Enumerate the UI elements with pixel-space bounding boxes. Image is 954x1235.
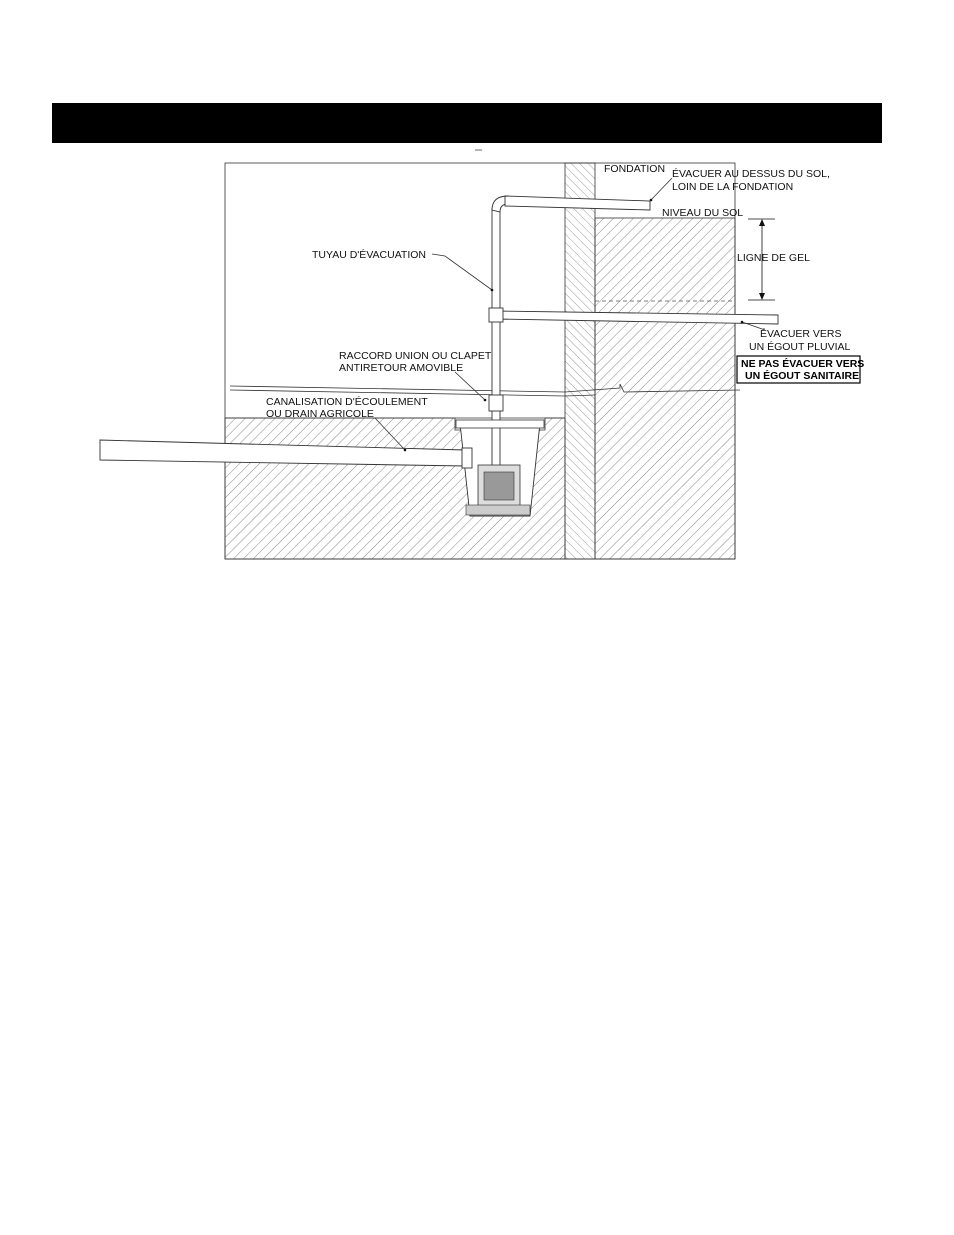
label-evacuer-vers-2: UN ÉGOUT PLUVIAL: [749, 340, 850, 353]
label-ligne-gel: LIGNE DE GEL: [737, 252, 810, 264]
union-check-valve: [489, 395, 503, 411]
upper-discharge-pipe: [505, 196, 650, 210]
label-niveau-sol: NIVEAU DU SOL: [662, 207, 743, 219]
discharge-pipe-vertical: [492, 208, 500, 468]
label-evacuer-vers-1: ÉVACUER VERS: [760, 327, 842, 340]
foundation-wall: [565, 163, 595, 559]
label-evacuer-dessus-1: ÉVACUER AU DESSUS DU SOL,: [672, 167, 830, 180]
label-canalisation-2: OU DRAIN AGRICOLE: [266, 408, 374, 420]
label-ne-pas-1: NE PAS ÉVACUER VERS: [741, 357, 864, 370]
label-fondation: FONDATION: [604, 163, 665, 175]
label-raccord-2: ANTIRETOUR AMOVIBLE: [339, 362, 463, 374]
label-evacuer-dessus-2: LOIN DE LA FONDATION: [672, 181, 793, 193]
label-raccord-1: RACCORD UNION OU CLAPET: [339, 350, 492, 362]
label-ne-pas-2: UN ÉGOUT SANITAIRE: [745, 369, 859, 382]
label-canalisation-1: CANALISATION D'ÉCOULEMENT: [266, 395, 428, 408]
label-tuyau: TUYAU D'ÉVACUATION: [312, 248, 426, 261]
